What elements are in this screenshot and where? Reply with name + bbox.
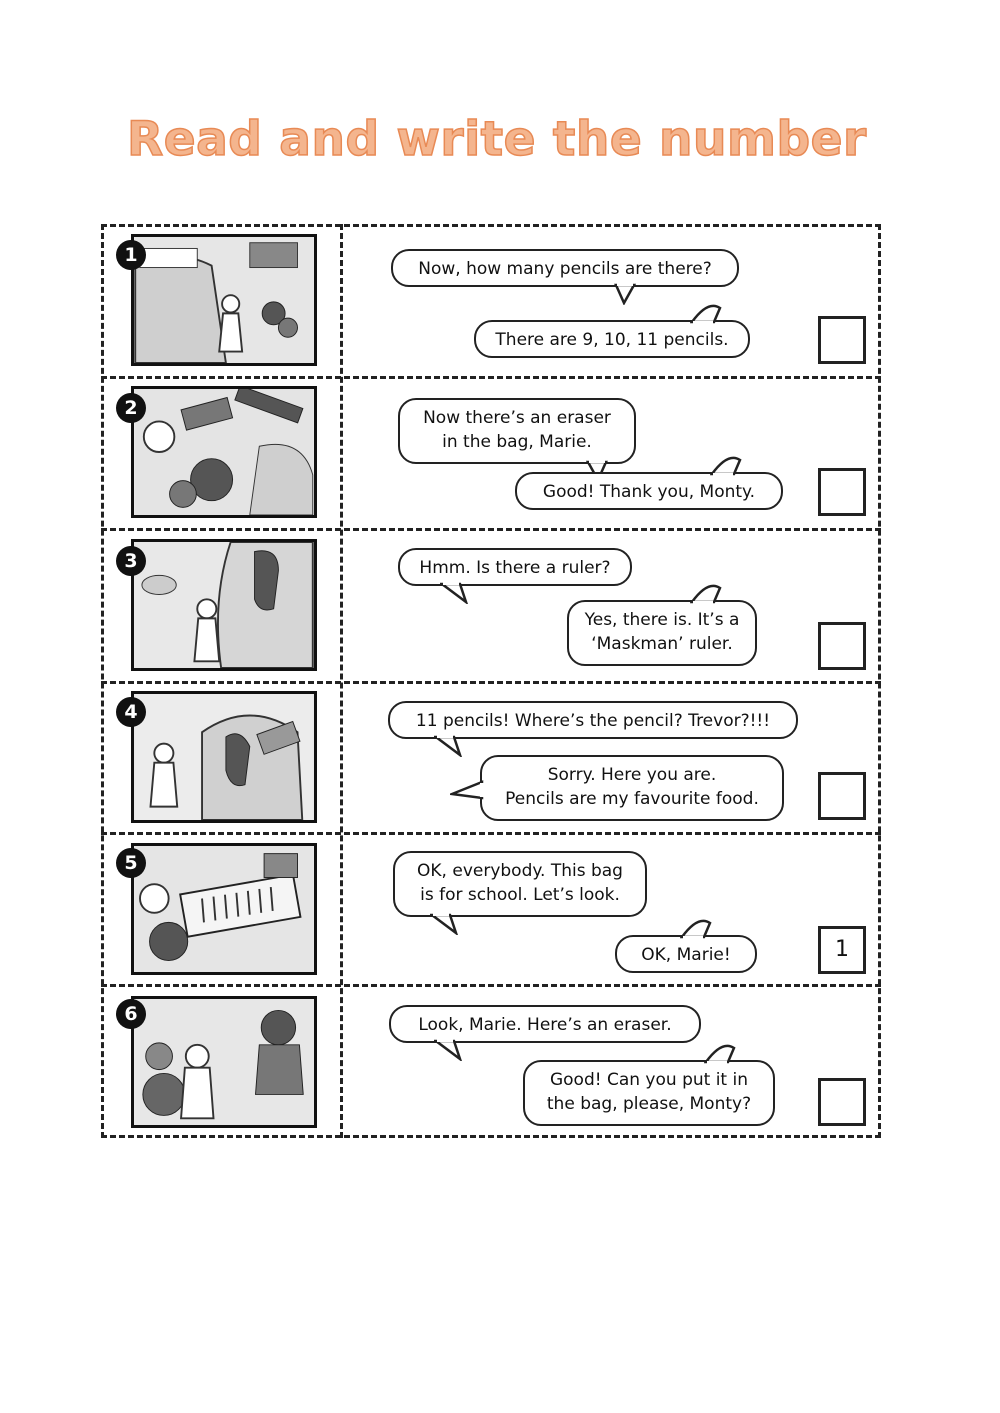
item-number-badge: 5 (116, 848, 146, 878)
comic-panel-1 (131, 234, 317, 366)
speech-bubble-tail (434, 735, 462, 757)
item-number-badge: 1 (116, 240, 146, 270)
speech-bubble-tail (586, 460, 608, 482)
bubble-line: Sorry. Here you are. (547, 765, 717, 785)
answer-box[interactable] (818, 622, 866, 670)
bubble-line: Pencils are my favourite food. (505, 789, 759, 809)
speech-bubble-tail (690, 304, 722, 324)
worksheet-title: Read and write the number (126, 111, 867, 168)
bubble-line: is for school. Let’s look. (420, 885, 620, 905)
speech-bubble-question: Look, Marie. Here’s an eraser. (389, 1005, 701, 1043)
speech-bubble-tail (450, 780, 484, 800)
bubble-line: the bag, please, Monty? (546, 1094, 752, 1114)
bubble-line: Now there’s an eraser (423, 408, 611, 428)
answer-box[interactable]: 1 (818, 926, 866, 974)
answer-box[interactable] (818, 1078, 866, 1126)
row-divider (101, 376, 881, 379)
speech-bubble-tail (434, 1039, 462, 1061)
speech-bubble-question: Now there’s an eraser in the bag, Marie. (398, 398, 636, 464)
row-divider (101, 832, 881, 835)
speech-bubble-question: Hmm. Is there a ruler? (398, 548, 632, 586)
comic-panel-4 (131, 691, 317, 823)
comic-panel-2 (131, 386, 317, 518)
item-number-badge: 4 (116, 697, 146, 727)
speech-bubble-question: OK, everybody. This bag is for school. L… (393, 851, 647, 917)
speech-bubble-question: 11 pencils! Where’s the pencil? Trevor?!… (388, 701, 798, 739)
speech-bubble-tail (430, 913, 458, 935)
comic-panel-5 (131, 843, 317, 975)
row-divider (101, 984, 881, 987)
row-divider (101, 528, 881, 531)
speech-bubble-tail (440, 582, 468, 604)
bubble-line: in the bag, Marie. (442, 432, 592, 452)
comic-panel-6 (131, 996, 317, 1128)
item-number-badge: 2 (116, 393, 146, 423)
speech-bubble-tail (710, 456, 742, 476)
comic-illustration-5 (135, 846, 313, 972)
answer-box[interactable] (818, 316, 866, 364)
comic-illustration-3 (135, 542, 314, 668)
speech-bubble-reply: Sorry. Here you are. Pencils are my favo… (480, 755, 784, 821)
row-divider (101, 681, 881, 684)
bubble-line: OK, everybody. This bag (417, 861, 623, 881)
comic-illustration-1 (134, 237, 313, 363)
bubble-line: ‘Maskman’ ruler. (591, 634, 733, 654)
item-number-badge: 3 (116, 546, 146, 576)
speech-bubble-tail (680, 919, 712, 939)
speech-bubble-question: Now, how many pencils are there? (391, 249, 739, 287)
comic-panel-3 (131, 539, 317, 671)
answer-box[interactable] (818, 468, 866, 516)
speech-bubble-tail (704, 1044, 736, 1064)
comic-illustration-2 (135, 389, 314, 515)
answer-box[interactable] (818, 772, 866, 820)
comic-illustration-6 (135, 999, 313, 1125)
speech-bubble-reply: Good! Can you put it in the bag, please,… (523, 1060, 775, 1126)
speech-bubble-reply: Yes, there is. It’s a ‘Maskman’ ruler. (567, 600, 757, 666)
speech-bubble-reply: There are 9, 10, 11 pencils. (474, 320, 750, 358)
bubble-line: Good! Can you put it in (549, 1070, 748, 1090)
speech-bubble-reply: Good! Thank you, Monty. (515, 472, 783, 510)
comic-illustration-4 (135, 694, 313, 820)
speech-bubble-reply: OK, Marie! (615, 935, 757, 973)
speech-bubble-tail (614, 283, 637, 305)
bubble-line: Yes, there is. It’s a (584, 610, 740, 630)
item-number-badge: 6 (116, 999, 146, 1029)
speech-bubble-tail (690, 584, 722, 604)
